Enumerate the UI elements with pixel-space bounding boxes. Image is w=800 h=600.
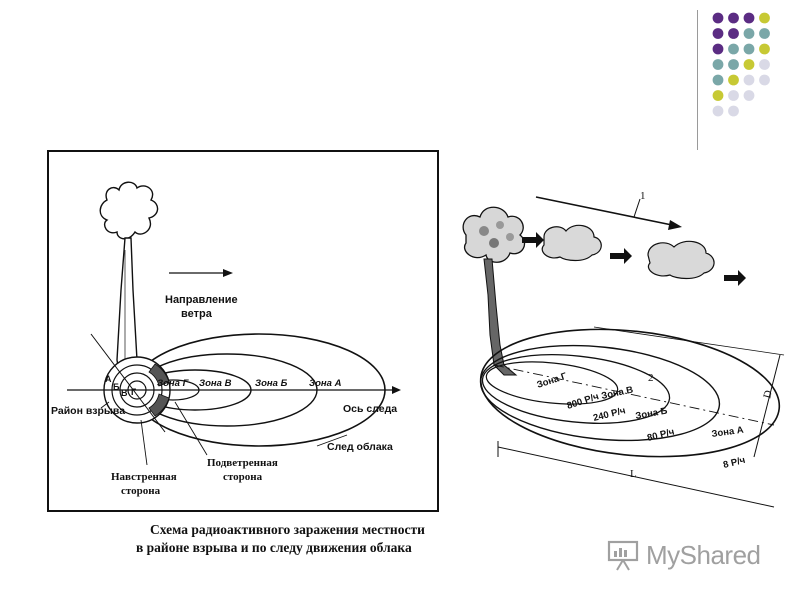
zone-a-label: Зона А [711, 425, 745, 440]
explosion-area-label: Район взрыва [51, 405, 125, 417]
decor-dot [712, 90, 724, 101]
rate-8-label: 8 Р/ч [722, 455, 746, 471]
decor-dot [743, 12, 755, 24]
ring-letter-v: В [121, 388, 128, 398]
zone-label-g: Зона Г [157, 378, 190, 389]
cloud-trace-label: След облака [327, 441, 393, 453]
decorative-divider-line [697, 10, 698, 150]
drifting-cloud-1 [541, 224, 602, 262]
width-dimension-line [753, 354, 781, 458]
decor-dot [712, 105, 724, 117]
decor-dot [759, 28, 770, 39]
caption-line-1: Схема радиоактивного заражения местности [150, 522, 425, 537]
label-2: 2 [648, 372, 654, 384]
zone-ellipse-g [485, 361, 619, 405]
zone-ellipse-v [481, 354, 671, 424]
width-label: D [761, 389, 775, 400]
decor-dot [759, 12, 770, 24]
decor-dot [728, 74, 739, 86]
decor-dot [712, 59, 724, 70]
decor-dot [728, 59, 739, 70]
decor-dot [728, 43, 739, 55]
zone-label-v: Зона В [199, 378, 232, 389]
leeward-side-label-line1: Подветренная [207, 457, 278, 469]
explosion-contamination-diagram: Направление ветра Зона Г Зона В Зона Б З… [47, 150, 439, 512]
decor-dot [743, 90, 755, 101]
ring-letter-a: А [105, 374, 112, 384]
windward-side-label-line1: Навстренная [111, 471, 177, 483]
wind-direction-label-line1: Направление [165, 294, 238, 306]
leeward-side-label-line2: сторона [223, 471, 263, 483]
watermark-text: MyShared [646, 540, 761, 570]
decor-dot [759, 74, 770, 86]
wind-direction-label-line2: ветра [181, 308, 213, 320]
rate-240-label: 240 Р/ч [592, 405, 627, 424]
zone-b-label: Зона Б [635, 405, 669, 421]
decor-dot [728, 28, 739, 39]
decor-dot [759, 59, 770, 70]
myshared-watermark: MyShared [606, 538, 776, 574]
decor-dot [712, 43, 724, 55]
length-dimension-line [497, 446, 775, 508]
zone-label-b: Зона Б [255, 378, 288, 389]
zone-g-label: Зона Г [536, 371, 569, 391]
decor-dot [743, 43, 755, 55]
decor-dot [743, 59, 755, 70]
length-label: L [630, 468, 637, 480]
decor-dot [712, 12, 724, 24]
windward-side-label-line2: сторона [121, 485, 161, 497]
diagram-frame [47, 150, 439, 512]
decor-dot [728, 12, 739, 24]
diagram-caption: Схема радиоактивного заражения местности… [136, 521, 450, 557]
mushroom-cloud [99, 181, 159, 240]
drifting-cloud-2 [647, 240, 715, 280]
ring-letter-g: Г [131, 387, 136, 397]
decor-dot [712, 74, 724, 86]
decorative-dot-grid [712, 12, 770, 117]
presentation-icon [607, 540, 639, 571]
decor-dot [712, 28, 724, 39]
label-1: 1 [640, 190, 646, 202]
zone-v-label: Зона В [600, 384, 634, 401]
big-explosion-cloud [462, 206, 526, 263]
decor-dot [743, 28, 755, 39]
cloud-trace-perspective-diagram: 1 2 Зона Г Зона В Зона Б Зона А 800 Р/ч … [462, 190, 785, 508]
mushroom-stem [116, 237, 138, 373]
trace-axis-label: Ось следа [343, 403, 397, 415]
zone-ellipse-b [479, 344, 721, 442]
decor-dot [759, 43, 770, 55]
decor-dot [728, 90, 739, 101]
wind-arrow [535, 196, 673, 226]
rate-800-label: 800 Р/ч [566, 391, 601, 412]
zone-label-a: Зона А [309, 378, 342, 389]
ring-letter-b: Б [113, 382, 120, 392]
caption-line-2: в районе взрыва и по следу движения обла… [136, 540, 412, 555]
rate-80-label: 80 Р/ч [646, 427, 676, 444]
decor-dot [728, 105, 739, 117]
decor-dot [743, 74, 755, 86]
